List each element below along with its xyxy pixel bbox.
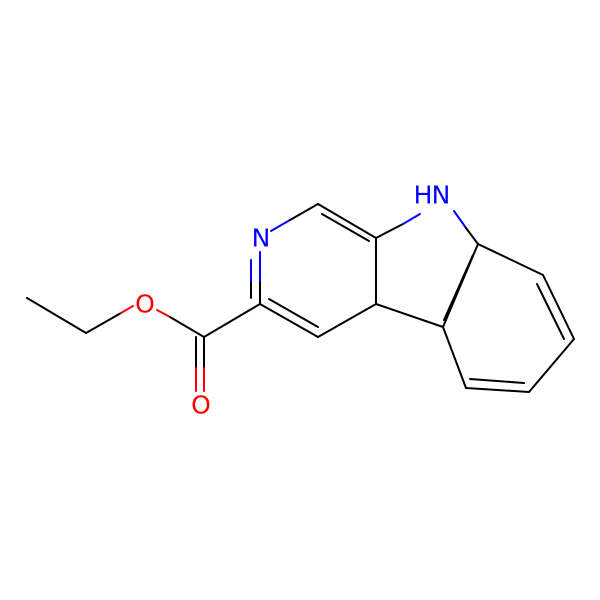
bond-c7-c6 — [528, 338, 575, 393]
ester-oxygen-label: O — [135, 290, 155, 319]
bond-n-c8a-c — [465, 227, 479, 245]
bond-n-c8a-n — [453, 210, 467, 229]
bond-c4b-c4a — [375, 303, 444, 328]
bond-c4b-c4 — [317, 303, 377, 338]
bond-ch2-o-c — [85, 312, 122, 334]
bond-c5-c4a — [442, 326, 467, 389]
bond-c4-c3 — [259, 303, 319, 338]
bond-ethyl-ch3-ch2 — [26, 297, 87, 334]
bond-ch2-o-o — [120, 305, 134, 314]
bond-n2-c1-n — [270, 219, 291, 232]
bonds-layer — [26, 203, 575, 393]
atom-labels-layer: N H N O O — [135, 181, 450, 420]
carbonyl-oxygen-label: O — [191, 391, 211, 420]
bond-c6-c5 — [465, 387, 530, 393]
bond-n2-c1-c — [289, 203, 319, 221]
bond-c4-c3-inner — [268, 298, 319, 328]
bond-o-carbonyl-o — [156, 309, 171, 318]
bond-c6-c5-inner — [469, 378, 525, 384]
bond-o-carbonyl-c — [169, 316, 205, 338]
bond-c8-c7 — [542, 274, 575, 340]
bond-c8a-c4a-inner — [443, 254, 474, 321]
indole-nh-hydrogen-label: H — [414, 181, 433, 210]
bond-c1-c9a — [317, 203, 377, 239]
bond-c9a-n-c — [375, 223, 404, 239]
indole-nh-nitrogen-label: N — [432, 181, 451, 210]
bond-c9a-n-n — [402, 213, 421, 225]
bond-c1-c9a-inner — [321, 213, 370, 242]
bond-c8-c7-inner — [536, 283, 565, 340]
bond-c8a-c8 — [477, 243, 544, 276]
bond-carbonyl-ring — [203, 303, 261, 338]
ring-nitrogen-label: N — [252, 224, 271, 253]
